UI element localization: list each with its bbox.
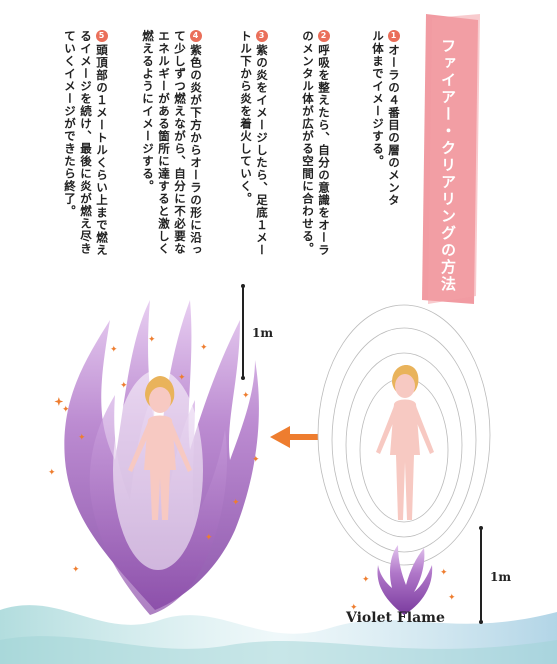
step-2: 2呼吸を整えたら、自分の意識をオーラのメンタル体が広がる空間に合わせる。 xyxy=(300,30,332,260)
scale-bar-bottom xyxy=(479,526,483,624)
sparkle-icon: ✦ xyxy=(148,335,156,345)
small-violet-flame xyxy=(377,545,433,615)
sparkle-icon: ✦ xyxy=(242,391,250,401)
sparkle-icon: ✦ xyxy=(232,498,240,508)
sparkle-icon: ✦ xyxy=(110,345,118,355)
step-3: 3紫の炎をイメージしたら、足底１メートル下から炎を着火していく。 xyxy=(238,30,270,260)
sparkle-icon: ✦ xyxy=(62,405,70,415)
scale-label-bottom: 1m xyxy=(490,570,512,584)
step-4: 4紫色の炎が下方からオーラの形に沿って少しずつ燃えながら、自分に不必要なエネルギ… xyxy=(140,30,204,260)
title-ribbon xyxy=(422,14,480,304)
violet-flame-label: Violet Flame xyxy=(346,610,445,626)
step-text: 頭頂部の１メートルくらい上まで燃えるイメージを続け、最後に炎が燃え尽きていくイメ… xyxy=(63,30,109,257)
person-figure-right xyxy=(376,365,434,520)
sparkles-right: ✦ ✦ ✦ ✦ xyxy=(350,568,456,613)
step-text: オーラの４番目の層のメンタル体までイメージする。 xyxy=(371,30,401,207)
person-figure-left xyxy=(128,376,192,520)
sparkle-icon: ✦ xyxy=(440,568,448,578)
step-text: 紫色の炎が下方からオーラの形に沿って少しずつ燃えながら、自分に不必要なエネルギー… xyxy=(141,30,203,257)
sparkle-icon: ✦ xyxy=(350,603,358,613)
step-text: 紫の炎をイメージしたら、足底１メートル下から炎を着火していく。 xyxy=(239,30,269,257)
scale-bar-top xyxy=(241,284,245,380)
sparkle-icon: ✦ xyxy=(78,433,86,443)
step-text: 呼吸を整えたら、自分の意識をオーラのメンタル体が広がる空間に合わせる。 xyxy=(301,30,331,257)
arrow-left-icon xyxy=(270,426,318,448)
page-title: ファイアー・クリアリングの方法 xyxy=(439,38,457,293)
step-number: 4 xyxy=(190,30,202,42)
step-number: 3 xyxy=(256,30,268,42)
step-1: 1オーラの４番目の層のメンタル体までイメージする。 xyxy=(370,30,402,210)
sparkle-icon: ✦ xyxy=(200,343,208,353)
sparkle-icon: ✦ xyxy=(362,575,370,585)
scale-label-top: 1m xyxy=(252,326,274,340)
sparkle-icon: ✦ xyxy=(448,593,456,603)
sparkle-icon: ✦ xyxy=(72,565,80,575)
sparkle-icon: ✦ xyxy=(205,533,213,543)
sparkle-icon: ✦ xyxy=(252,455,260,465)
watercolor-wash xyxy=(0,605,557,664)
sparkles-left: ✦ ✦ ✦ ✦ ✦ ✦ ✦ ✦ ✦ ✦ ✦ ✦ ✦ xyxy=(48,335,260,575)
sparkle-icon: ✦ xyxy=(178,373,186,383)
sparkle-icon: ✦ xyxy=(120,381,128,391)
sparkle-icon xyxy=(54,397,64,406)
sparkle-icon: ✦ xyxy=(48,468,56,478)
step-number: 5 xyxy=(96,30,108,42)
step-5: 5頭頂部の１メートルくらい上まで燃えるイメージを続け、最後に炎が燃え尽きていくイ… xyxy=(62,30,110,260)
step-number: 2 xyxy=(318,30,330,42)
step-number: 1 xyxy=(388,30,400,42)
